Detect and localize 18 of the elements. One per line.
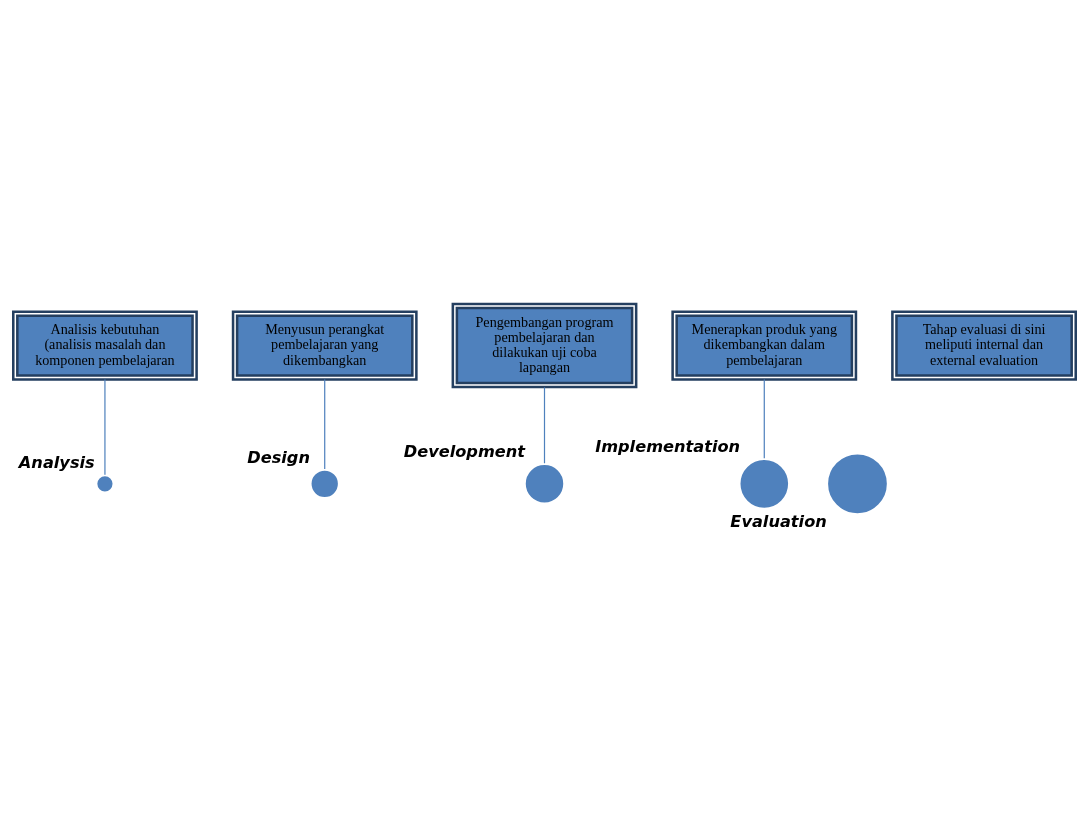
node-circle xyxy=(825,451,890,517)
node-label: Analysis xyxy=(18,453,95,473)
node-label: Implementation xyxy=(595,437,741,457)
connector xyxy=(763,378,765,459)
connector xyxy=(324,378,326,470)
node-label: Design xyxy=(247,447,310,467)
node-circle xyxy=(522,462,567,506)
node-circle xyxy=(94,473,116,495)
node-box: Pengembangan program pembelajaran dan dilakukan uji coba lapangan xyxy=(451,302,638,389)
connector xyxy=(543,386,546,464)
node-box: Tahap evaluasi di sini meliputi internal dan external evaluation xyxy=(891,310,1077,381)
node-label: Development xyxy=(403,442,526,462)
node-box: Menerapkan produk yang dikembangkan dalam pembelajaran xyxy=(671,310,858,381)
node-label: Evaluation xyxy=(730,511,827,531)
node-circle xyxy=(737,457,792,511)
node-box: Menyusun perangkat pembelajaran yang dikembangkan xyxy=(231,310,418,381)
connector xyxy=(104,378,106,476)
node-box: Analisis kebutuhan (analisis masalah dan komponen pembelajaran xyxy=(12,310,198,381)
